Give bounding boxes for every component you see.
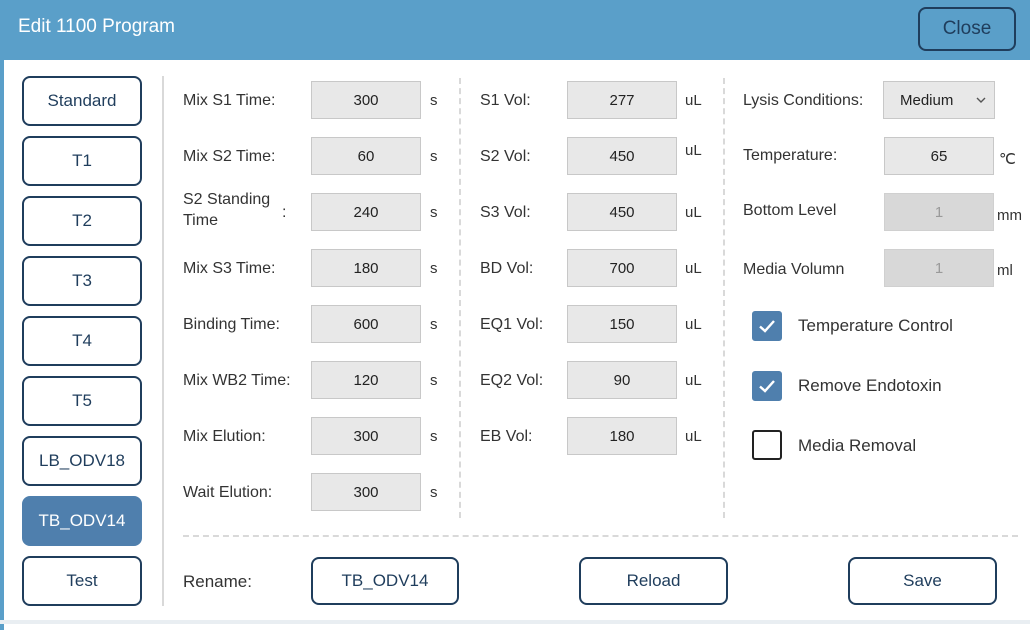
close-button[interactable]: Close [918,7,1016,51]
bd-vol-field[interactable]: 700 [567,249,677,287]
eq1-vol-field[interactable]: 150 [567,305,677,343]
mix-s1-time-field[interactable]: 300 [311,81,421,119]
frame-edge-bottom [0,620,1030,624]
program-button-t3[interactable]: T3 [22,256,142,306]
eb-vol-field[interactable]: 180 [567,417,677,455]
bottom-level-field: 1 [884,193,994,231]
s3-vol-field[interactable]: 450 [567,193,677,231]
temperature-field[interactable]: 65 [884,137,994,175]
frame-edge-left [0,60,4,630]
rename-button[interactable]: TB_ODV14 [311,557,459,605]
binding-time-field[interactable]: 600 [311,305,421,343]
temperature-label: Temperature: [743,147,838,164]
footer-divider [183,535,1018,537]
s2-vol-unit: uL [685,142,702,159]
checkmark-icon [759,380,775,393]
save-button[interactable]: Save [848,557,997,605]
lysis-conditions-value: Medium [900,91,954,109]
program-button-lb-odv18[interactable]: LB_ODV18 [22,436,142,486]
binding-time-unit: s [430,316,438,333]
remove-endotoxin-label: Remove Endotoxin [798,376,942,395]
lysis-conditions-label: Lysis Conditions: [743,92,864,109]
s1-vol-unit: uL [685,92,702,109]
eb-vol-unit: uL [685,428,702,445]
temperature-control-checkbox[interactable] [752,311,782,341]
s2-standing-time-label-line2: Time [183,212,218,229]
program-button-test[interactable]: Test [22,556,142,606]
temperature-unit: ℃ [999,151,1016,168]
program-button-tb-odv14[interactable]: TB_ODV14 [22,496,142,546]
mix-s2-time-unit: s [430,148,438,165]
mix-s1-time-label: Mix S1 Time: [183,92,276,109]
program-button-t5[interactable]: T5 [22,376,142,426]
media-removal-checkbox[interactable] [752,430,782,460]
chevron-down-icon [976,91,986,112]
rename-label: Rename: [183,572,252,591]
mix-elution-unit: s [430,428,438,445]
mix-wb2-time-label: Mix WB2 Time: [183,372,291,389]
s2-standing-time-field[interactable]: 240 [311,193,421,231]
s2-standing-time-colon: : [282,204,287,221]
binding-time-label: Binding Time: [183,316,280,333]
wait-elution-label: Wait Elution: [183,484,273,501]
eb-vol-label: EB Vol: [480,428,533,445]
bd-vol-label: BD Vol: [480,260,534,277]
title-bar: Edit 1100 Program Close [0,0,1030,60]
bd-vol-unit: uL [685,260,702,277]
eq2-vol-field[interactable]: 90 [567,361,677,399]
s2-standing-time-label-line1: S2 Standing [183,191,271,208]
lysis-conditions-select[interactable]: Medium [883,81,995,119]
mix-s1-time-unit: s [430,92,438,109]
reload-button[interactable]: Reload [579,557,728,605]
media-volume-unit: ml [997,262,1013,279]
mix-elution-label: Mix Elution: [183,428,266,445]
wait-elution-unit: s [430,484,438,501]
s1-vol-label: S1 Vol: [480,92,531,109]
sidebar-divider [162,76,164,606]
s2-standing-time-unit: s [430,204,438,221]
bottom-level-label: Bottom Level [743,202,837,219]
wait-elution-field[interactable]: 300 [311,473,421,511]
bottom-level-unit: mm [997,207,1022,224]
eq1-vol-unit: uL [685,316,702,333]
program-button-t1[interactable]: T1 [22,136,142,186]
media-volume-label: Media Volumn [743,261,845,278]
program-button-t2[interactable]: T2 [22,196,142,246]
mix-s3-time-unit: s [430,260,438,277]
s2-vol-field[interactable]: 450 [567,137,677,175]
s3-vol-label: S3 Vol: [480,204,531,221]
mix-wb2-time-unit: s [430,372,438,389]
mix-wb2-time-field[interactable]: 120 [311,361,421,399]
mix-s3-time-field[interactable]: 180 [311,249,421,287]
program-button-standard[interactable]: Standard [22,76,142,126]
mix-elution-field[interactable]: 300 [311,417,421,455]
mix-s2-time-label: Mix S2 Time: [183,148,276,165]
media-removal-label: Media Removal [798,436,917,455]
window-title: Edit 1100 Program [18,16,176,37]
column-divider-1 [459,78,461,518]
column-divider-2 [723,78,725,518]
remove-endotoxin-checkbox[interactable] [752,371,782,401]
mix-s3-time-label: Mix S3 Time: [183,260,276,277]
s1-vol-field[interactable]: 277 [567,81,677,119]
checkmark-icon [759,320,775,333]
temperature-control-label: Temperature Control [798,316,953,335]
eq1-vol-label: EQ1 Vol: [480,316,544,333]
media-volume-field: 1 [884,249,994,287]
s3-vol-unit: uL [685,204,702,221]
eq2-vol-unit: uL [685,372,702,389]
mix-s2-time-field[interactable]: 60 [311,137,421,175]
program-button-t4[interactable]: T4 [22,316,142,366]
s2-vol-label: S2 Vol: [480,148,531,165]
eq2-vol-label: EQ2 Vol: [480,372,544,389]
